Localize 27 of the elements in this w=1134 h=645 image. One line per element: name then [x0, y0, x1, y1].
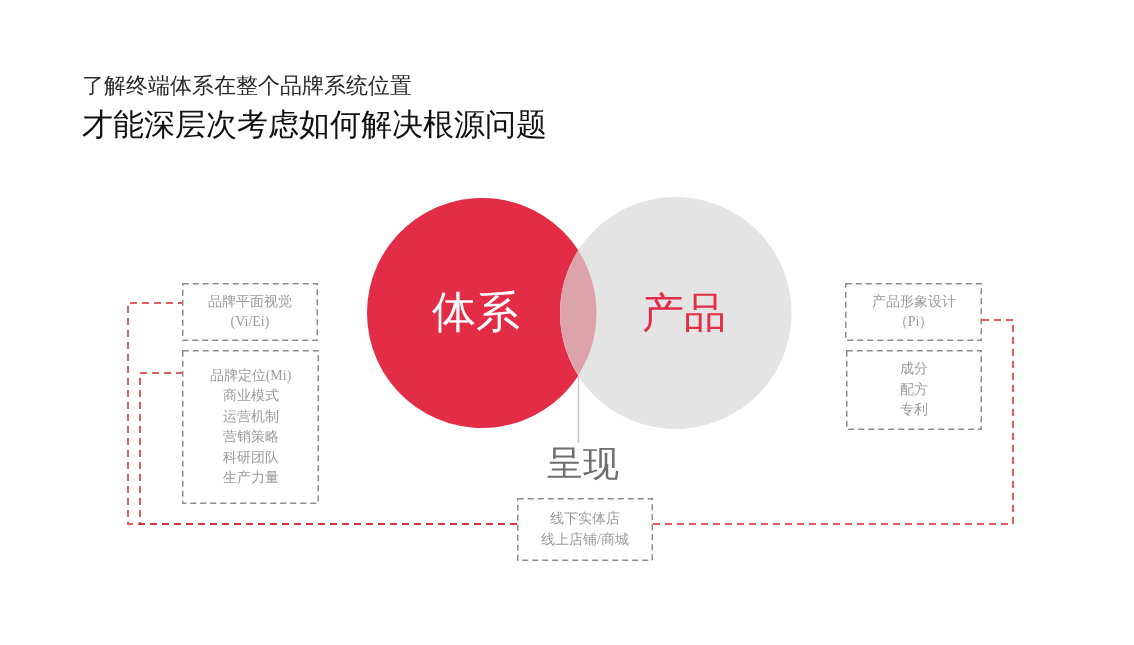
leader-line: [577, 374, 580, 444]
info-box: [845, 283, 982, 341]
info-box: [182, 350, 319, 504]
info-box: [182, 283, 318, 341]
center-label: 呈现: [540, 443, 626, 485]
info-box: [846, 350, 982, 430]
item-text: 线下实体店: [550, 510, 620, 528]
title: 才能深层次考虑如何解决根源问题: [82, 105, 547, 143]
item-text: 品牌定位(Mi): [209, 366, 292, 385]
item-text: 品牌平面视觉(Vi/Ei): [207, 292, 293, 331]
connector-line: [652, 319, 1014, 525]
item-text: 配方: [900, 380, 928, 399]
subtitle: 了解终端体系在整个品牌系统位置: [82, 73, 412, 99]
info-box: [517, 498, 653, 561]
item-text: 线上店铺/商城: [541, 530, 629, 549]
item-text: 科研团队: [222, 448, 279, 467]
item-text: 生产力量: [222, 469, 279, 487]
venn-label: 体系: [432, 288, 520, 338]
item-text: 营销策略: [222, 428, 279, 446]
item-text: 产品形象设计（Pi）: [870, 292, 957, 331]
connector-line: [139, 372, 518, 525]
item-text: 商业模式: [222, 387, 279, 405]
item-text: 运营机制: [222, 407, 279, 426]
venn-label: 产品: [642, 289, 726, 337]
item-text: 成分: [900, 360, 928, 379]
item-text: 专利: [900, 401, 928, 420]
overlap-area: [560, 250, 597, 376]
